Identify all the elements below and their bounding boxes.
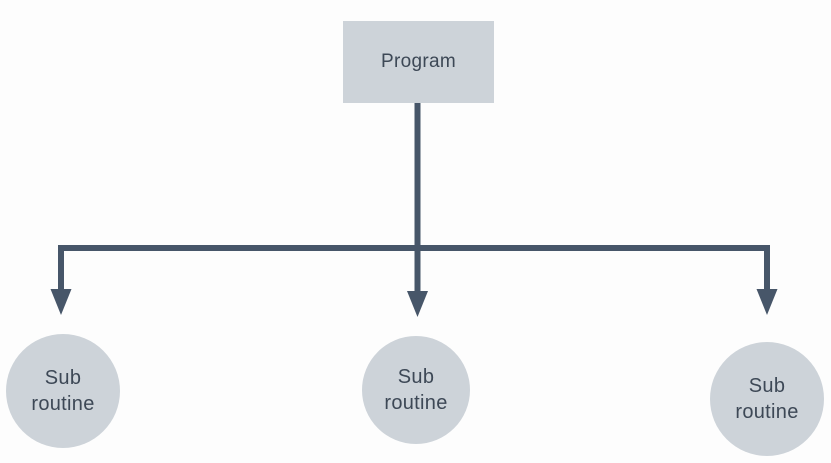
node-subroutine-2: Sub routine xyxy=(362,336,470,444)
node-subroutine-1: Sub routine xyxy=(6,334,120,448)
node-subroutine-label: Sub routine xyxy=(735,374,799,423)
node-subroutine-label: Sub routine xyxy=(384,365,448,414)
node-program: Program xyxy=(343,21,494,103)
connector-branch xyxy=(58,245,770,291)
node-program-label: Program xyxy=(381,51,456,72)
arrow-down-icon xyxy=(407,291,428,317)
node-subroutine-3: Sub routine xyxy=(710,342,824,456)
arrow-down-icon xyxy=(50,289,72,315)
node-subroutine-label: Sub routine xyxy=(31,366,95,415)
arrow-down-icon xyxy=(756,289,778,315)
